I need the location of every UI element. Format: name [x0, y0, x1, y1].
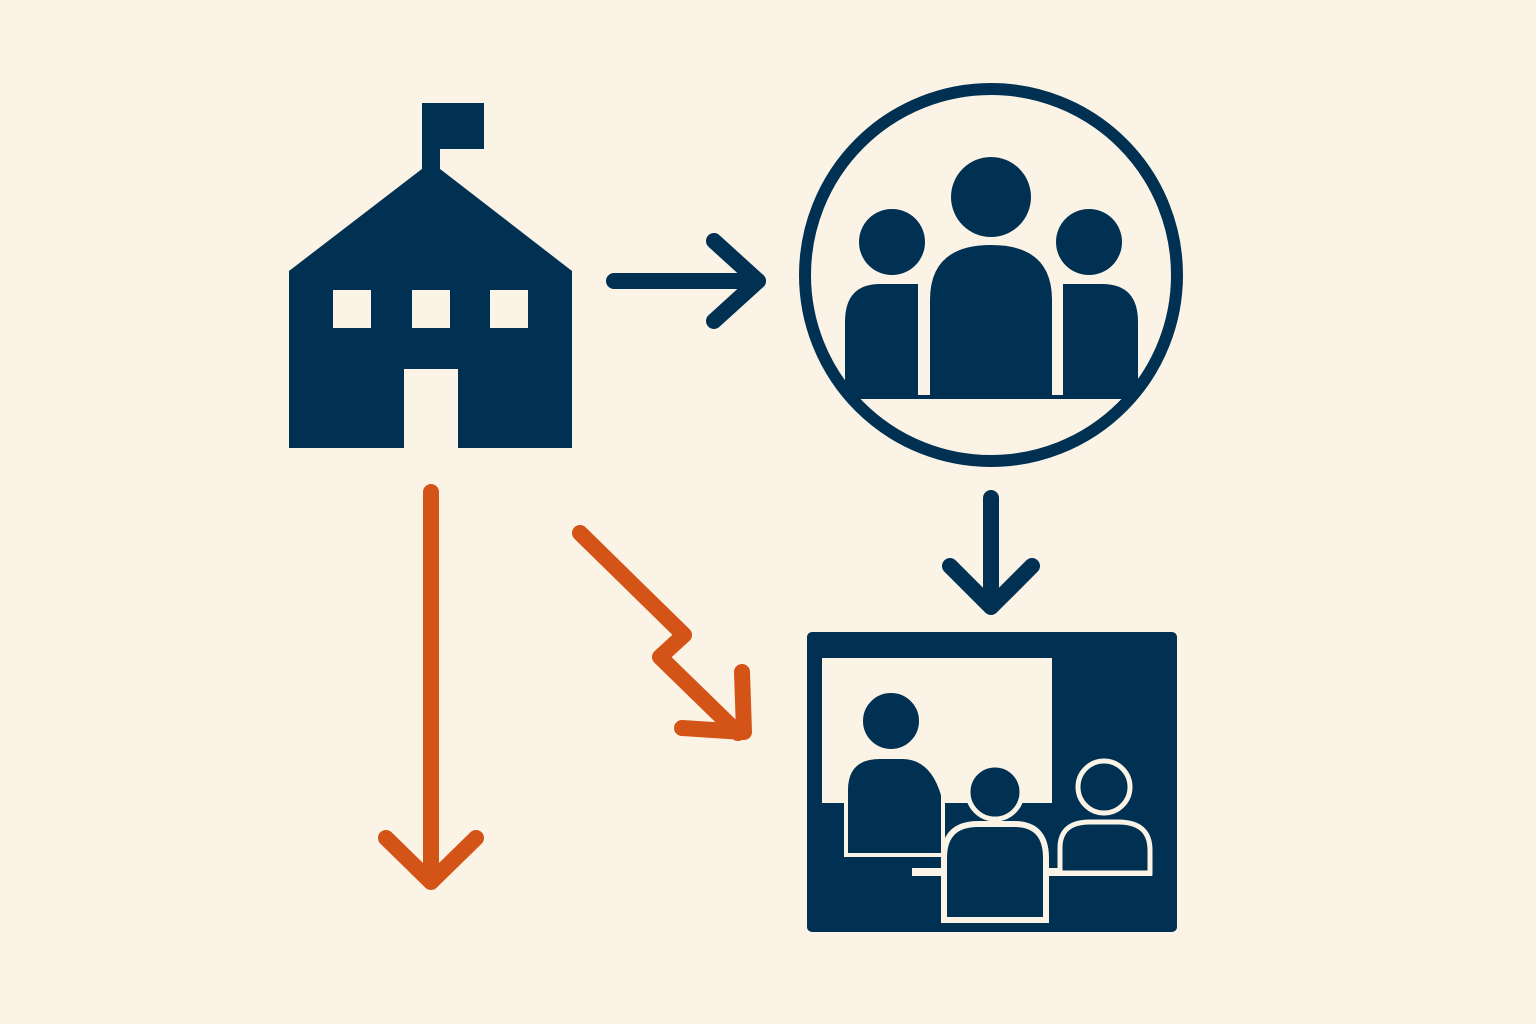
student-center-body — [941, 821, 1049, 923]
house-window-middle — [412, 290, 450, 328]
house-window-right — [490, 290, 528, 328]
community-ring — [799, 83, 1183, 467]
arrow-school-down — [378, 484, 484, 890]
arrow-school-to-classroom-zigzag — [572, 525, 752, 741]
arrow-head — [674, 664, 752, 740]
house-window-left — [333, 290, 371, 328]
person-right-head — [1056, 209, 1122, 275]
student-right-head — [1075, 758, 1133, 816]
arrow-community-to-classroom — [942, 490, 1040, 615]
classroom-screen-icon — [807, 632, 1177, 932]
person-right-body — [1063, 284, 1138, 395]
arrow-head — [706, 233, 766, 329]
people-group-circle-icon — [799, 83, 1183, 467]
student-right-body — [1057, 819, 1153, 876]
arrow-head — [942, 558, 1040, 615]
person-left-head — [859, 209, 925, 275]
flag — [422, 103, 484, 149]
teacher-head — [859, 689, 923, 753]
teacher-body — [844, 755, 945, 857]
arrow-head — [378, 830, 484, 890]
person-center-head — [951, 157, 1031, 237]
schoolhouse-icon — [289, 103, 572, 448]
arrow-school-to-community — [606, 233, 766, 329]
student-center-head — [965, 762, 1025, 822]
arrow-shaft — [572, 525, 746, 741]
person-center-body — [930, 245, 1052, 395]
person-left-body — [845, 284, 918, 395]
